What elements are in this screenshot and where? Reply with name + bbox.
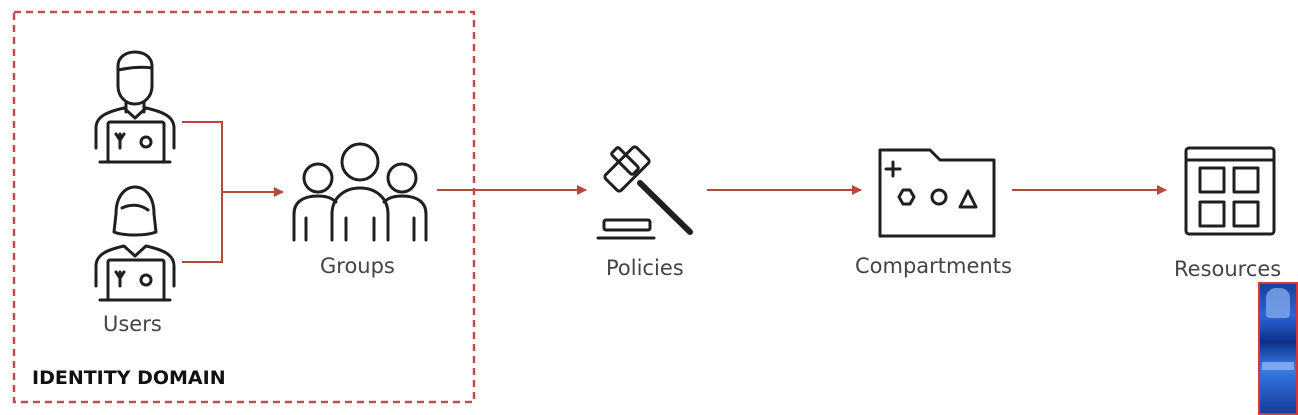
compartments-label: Compartments (855, 254, 1012, 278)
identity-domain-label: IDENTITY DOMAIN (32, 367, 226, 389)
folder-shapes-icon (878, 148, 996, 238)
connector-users (182, 121, 223, 263)
identity-domain-box (12, 10, 476, 404)
gavel-icon (596, 145, 693, 240)
users-label: Users (103, 312, 162, 336)
resource-grid-icon (1184, 146, 1276, 236)
connectors (182, 121, 1167, 263)
groups-label: Groups (320, 254, 395, 278)
policies-label: Policies (606, 256, 684, 280)
group-icon (292, 142, 428, 242)
user-male-icon (94, 50, 176, 164)
resources-label: Resources (1174, 257, 1282, 281)
user-female-icon (94, 185, 176, 302)
presenter-video-thumbnail (1258, 282, 1298, 415)
